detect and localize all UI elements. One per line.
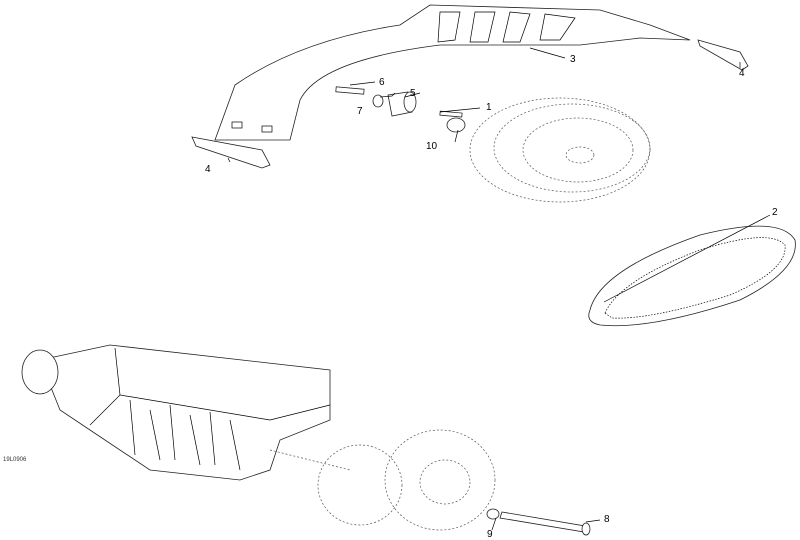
guard-clip-right [697,39,749,71]
bolt [335,86,365,95]
belt-guard [214,4,691,141]
callout-9: 9 [487,529,493,540]
callout-8: 8 [604,514,610,525]
drive-belt [588,225,796,327]
engine [21,344,331,481]
drive-pulley [269,429,496,531]
callout-6: 6 [379,77,385,88]
callout-2: 2 [772,207,778,218]
callout-10: 10 [426,141,438,152]
guard-clip-left [191,136,271,169]
callout-1: 1 [486,102,492,113]
callout-4: 4 [739,68,745,79]
drive-bolt [499,511,586,533]
callout-3: 3 [570,54,576,65]
screw [439,110,463,118]
driven-pulley [469,97,651,203]
ring [446,117,466,133]
drive-washer [486,508,500,520]
callout-4: 4 [205,164,211,175]
callout-7: 7 [357,106,363,117]
washer [372,94,384,108]
drawing-code: 19L0906 [3,457,27,463]
callout-5: 5 [410,88,416,99]
